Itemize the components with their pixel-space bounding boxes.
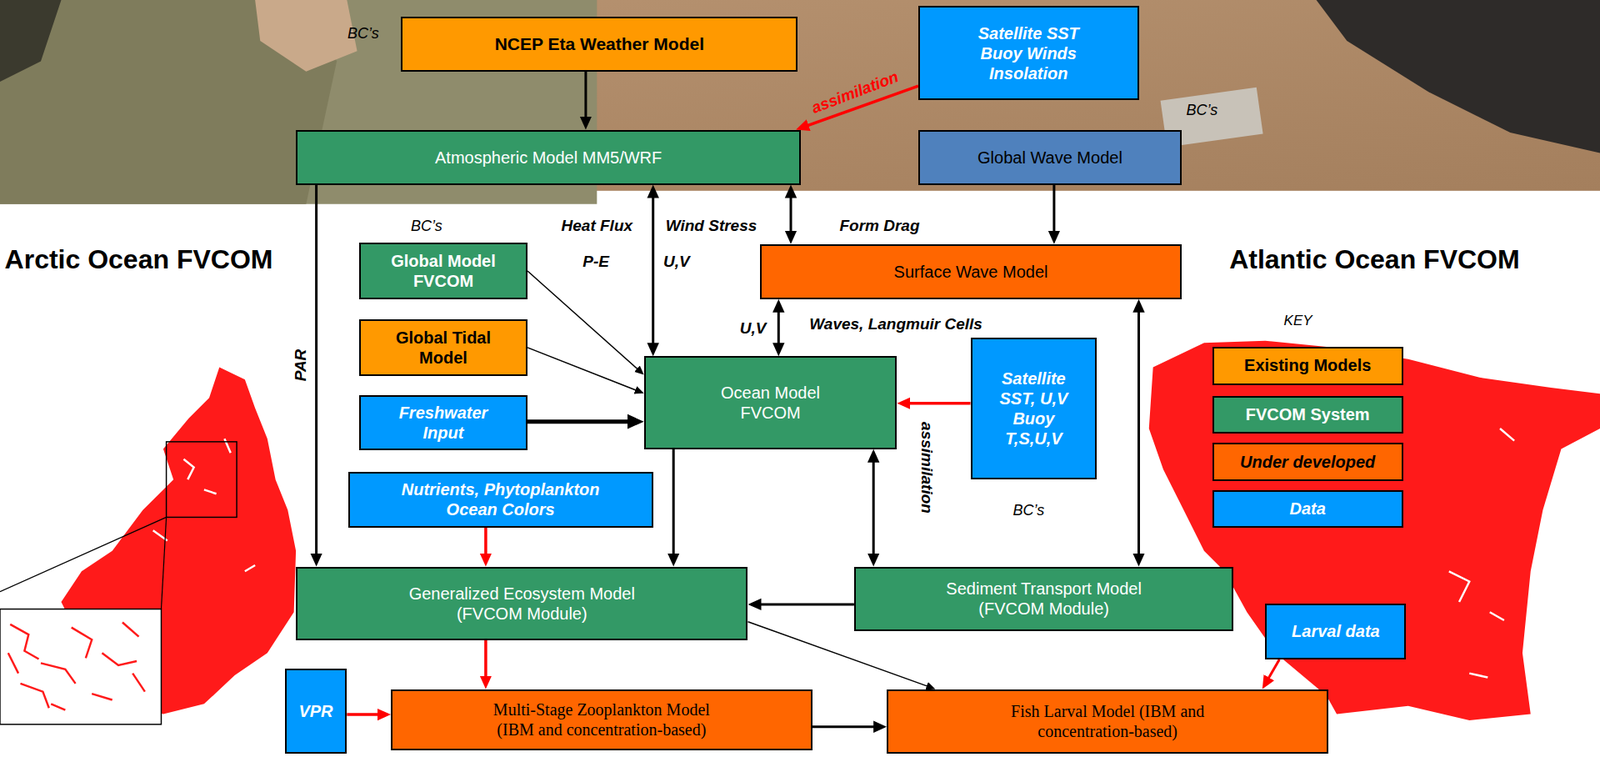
flow-arrow — [812, 725, 880, 728]
legend-text: Under developed — [1240, 452, 1375, 472]
legend-swatch: Data — [1212, 490, 1404, 528]
boundary-condition-note: BC’s — [1186, 101, 1219, 120]
region-title: Arctic Ocean FVCOM — [5, 244, 274, 275]
box-label: Larval data — [1291, 620, 1380, 641]
flow-arrow — [484, 640, 488, 683]
box-label: Ocean Model FVCOM — [712, 382, 830, 423]
flux-label: Form Drag — [839, 216, 920, 235]
flow-arrow — [527, 270, 641, 372]
flow-arrow — [755, 602, 855, 605]
flow-arrow — [1052, 185, 1055, 238]
fvcom-box: Global Model FVCOM — [359, 242, 528, 299]
flow-arrow — [484, 527, 488, 560]
developing-model-box: Multi-Stage Zooplankton Model (IBM and c… — [390, 689, 813, 751]
arctic-ocean-map — [0, 367, 296, 725]
flow-arrow — [777, 305, 780, 350]
data-box: Freshwater Input — [359, 395, 528, 450]
box-label: NCEP Eta Weather Model — [495, 33, 705, 55]
legend-title: KEY — [1284, 312, 1313, 330]
flow-arrow — [1265, 659, 1280, 684]
flux-label: Heat Flux — [561, 216, 634, 235]
box-label: Nutrients, Phytoplankton Ocean Colors — [380, 479, 622, 520]
flow-arrow — [672, 449, 675, 560]
flux-label: P-E — [582, 252, 610, 271]
box-label: Atmospheric Model MM5/WRF — [435, 147, 662, 168]
flow-arrow — [790, 191, 793, 238]
box-label: Fish Larval Model (IBM and concentration… — [986, 700, 1229, 741]
box-label: Global Model FVCOM — [380, 250, 506, 291]
data-box: Larval data — [1265, 603, 1406, 660]
flow-arrow — [315, 185, 318, 560]
legend-swatch: Existing Models — [1212, 346, 1404, 385]
photo-banner — [0, 0, 1600, 205]
fvcom-box: Ocean Model FVCOM — [644, 355, 898, 449]
existing-model-box: Global Tidal Model — [359, 319, 528, 375]
legend-text: Existing Models — [1244, 355, 1371, 375]
box-label: Sediment Transport Model (FVCOM Module) — [927, 578, 1161, 619]
data-box: Nutrients, Phytoplankton Ocean Colors — [348, 471, 654, 528]
box-label: Satellite SST Buoy Winds Insolation — [957, 23, 1100, 84]
box-label: Freshwater Input — [389, 402, 498, 443]
flow-arrow — [527, 419, 636, 424]
box-label: VPR — [298, 700, 333, 721]
flow-arrow — [903, 401, 970, 405]
developing-model-box: Fish Larval Model (IBM and concentration… — [886, 689, 1329, 754]
box-label: Satellite SST, U,V Buoy T,S,U,V — [983, 368, 1084, 449]
fvcom-box: Generalized Ecosystem Model (FVCOM Modul… — [295, 566, 748, 640]
existing-model-box: NCEP Eta Weather Model — [400, 16, 798, 72]
box-label: Surface Wave Model — [894, 261, 1049, 282]
flux-label: Waves, Langmuir Cells — [809, 315, 983, 334]
flux-label: U,V — [740, 319, 767, 338]
legend-text: Data — [1290, 499, 1326, 519]
legend-swatch: FVCOM System — [1212, 395, 1404, 434]
legend-swatch: Under developed — [1212, 442, 1404, 480]
boundary-condition-note: BC’s — [1012, 501, 1045, 520]
model-box: Global Wave Model — [918, 130, 1182, 185]
box-label: Multi-Stage Zooplankton Model (IBM and c… — [480, 699, 723, 740]
assimilation-note: assimilation — [917, 421, 936, 514]
flow-arrow — [584, 71, 587, 124]
flow-arrow — [527, 347, 640, 392]
atlantic-ocean-map — [1149, 340, 1600, 720]
flow-arrow — [651, 191, 655, 350]
box-label: Global Tidal Model — [380, 327, 506, 368]
edge-label: PAR — [291, 349, 310, 382]
data-box: VPR — [285, 668, 348, 754]
fvcom-box: Atmospheric Model MM5/WRF — [295, 130, 801, 185]
boundary-condition-note: BC’s — [347, 25, 380, 43]
fvcom-box: Sediment Transport Model (FVCOM Module) — [854, 566, 1235, 631]
flow-arrow — [346, 712, 385, 716]
box-label: Global Wave Model — [977, 147, 1123, 168]
region-title: Atlantic Ocean FVCOM — [1229, 244, 1520, 275]
legend-text: FVCOM System — [1245, 405, 1370, 425]
flow-arrow — [1137, 305, 1140, 560]
developing-model-box: Surface Wave Model — [760, 244, 1182, 300]
flow-arrow — [872, 455, 875, 560]
data-box: Satellite SST Buoy Winds Insolation — [918, 5, 1140, 100]
flux-label: U,V — [663, 252, 690, 271]
box-label: Generalized Ecosystem Model (FVCOM Modul… — [396, 583, 647, 624]
boundary-condition-note: BC’s — [410, 216, 443, 235]
data-box: Satellite SST, U,V Buoy T,S,U,V — [970, 337, 1098, 480]
flow-arrow — [748, 621, 932, 688]
flux-label: Wind Stress — [665, 216, 758, 235]
